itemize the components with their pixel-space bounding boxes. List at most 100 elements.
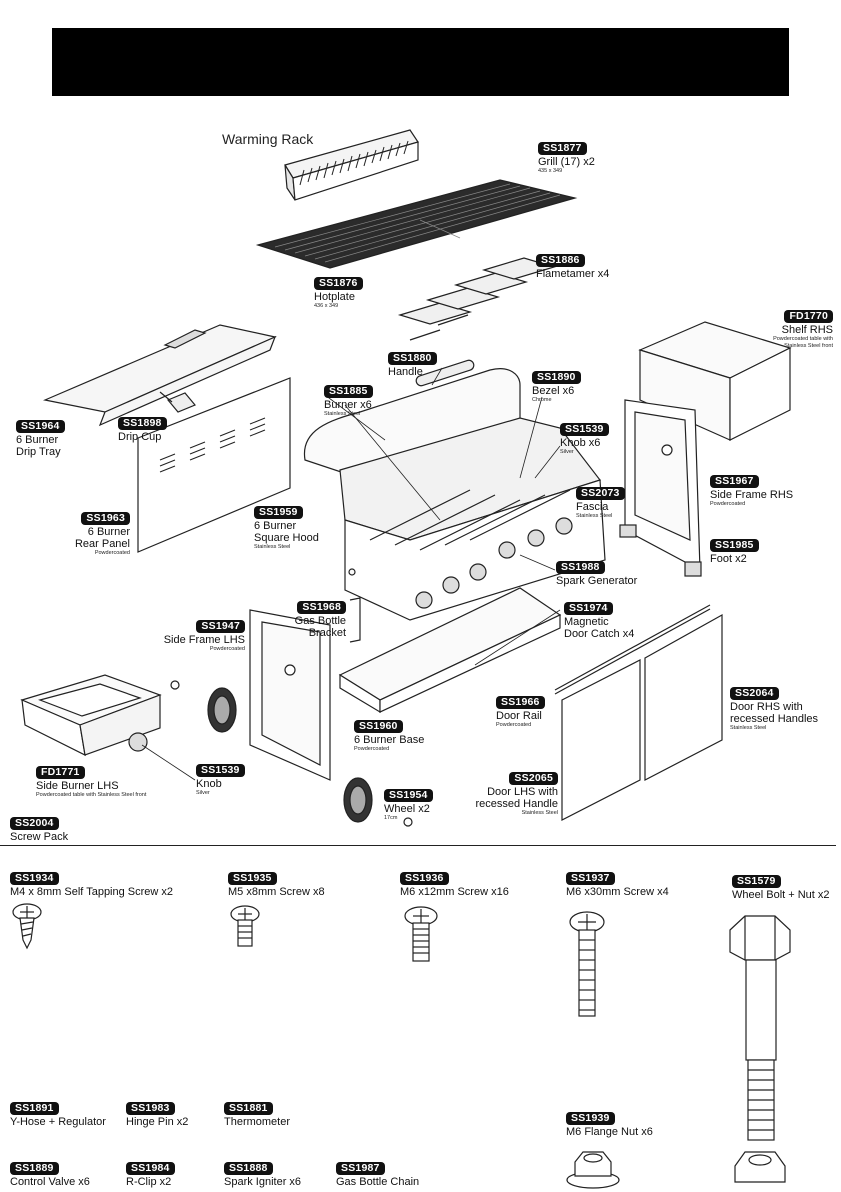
label-ss1888: SS1888 Spark Igniter x6 [224,1158,301,1188]
part-name: Fascia [576,501,609,513]
part-name: 6 Burner Rear Panel [74,526,130,550]
part-code: SS1988 [556,561,605,574]
part-name: M6 x30mm Screw x4 [566,886,669,898]
part-code: SS1954 [384,789,433,802]
label-ss1947: SS1947 Side Frame LHS Powdercoated [155,616,245,653]
flange-nut-icon [566,1151,620,1189]
m6-12mm-screw-icon [404,906,438,962]
hood-body-part [303,359,606,621]
m6-30mm-screw-icon [569,911,605,1017]
part-sub: 17cm [384,815,398,821]
part-name: Drip Cup [118,431,162,443]
label-ss1967: SS1967 Side Frame RHS Powdercoated [710,471,793,508]
label-ss1876: SS1876 Hotplate 436 x 349 [314,273,363,310]
part-sub: 435 x 349 [538,168,563,174]
label-ss1974: SS1974 Magnetic Door Catch x4 [564,598,634,640]
label-ss1939: SS1939 M6 Flange Nut x6 [566,1108,653,1138]
label-ss1985: SS1985 Foot x2 [710,535,759,565]
part-name: Door LHS with recessed Handle [475,786,558,810]
label-ss1988: SS1988 Spark Generator [556,557,637,587]
part-name: M5 x8mm Screw x8 [228,886,325,898]
part-sub: Powdercoated [354,746,390,752]
part-name: M6 Flange Nut x6 [566,1126,653,1138]
warming-rack-label: Warming Rack [222,131,314,147]
part-name: Wheel Bolt + Nut x2 [732,889,830,901]
part-name: Side Frame LHS [163,634,245,646]
part-code: SS1935 [228,872,277,885]
label-ss1539-knob-x6: SS1539 Knob x6 Silver [560,419,609,456]
section-divider [0,845,836,846]
label-ss1880: SS1880 Handle [388,348,437,378]
part-name: Knob [196,778,222,790]
part-name: Wheel x2 [384,803,430,815]
label-ss1963: SS1963 6 Burner Rear Panel Powdercoated [50,508,130,557]
label-ss2073: SS2073 Fascia Stainless Steel [576,483,625,520]
part-name: Flametamer x4 [536,268,610,280]
part-sub: Stainless Steel [521,810,558,816]
part-code: SS1876 [314,277,363,290]
part-code: SS1886 [536,254,585,267]
part-sub: 436 x 349 [314,303,339,309]
part-name: Hinge Pin x2 [126,1116,189,1128]
part-code: FD1770 [784,310,833,323]
part-name: Thermometer [224,1116,291,1128]
part-name: Handle [388,366,423,378]
part-name: 6 Burner Base [354,734,425,746]
part-code: SS1984 [126,1162,175,1175]
label-ss1966: SS1966 Door Rail Powdercoated [496,692,545,729]
part-sub: Stainless Steel [730,725,767,731]
part-code: SS1974 [564,602,613,615]
part-code: SS1939 [566,1112,615,1125]
part-sub: Powdercoated [496,722,532,728]
label-ss1877: SS1877 Grill (17) x2 435 x 349 [538,138,595,175]
label-ss1960: SS1960 6 Burner Base Powdercoated [354,716,424,753]
label-ss1936: SS1936 M6 x12mm Screw x16 [400,868,509,898]
part-name: 6 Burner Drip Tray [16,434,61,458]
exploded-diagram [20,129,792,827]
part-name: Magnetic Door Catch x4 [564,616,635,640]
part-name: Burner x6 [324,399,372,411]
header-bar [52,28,789,96]
part-sub: Silver [560,449,574,455]
part-name: Door RHS with recessed Handles [730,701,819,725]
part-code: SS1964 [16,420,65,433]
wheel-bolt-icon [729,915,791,1141]
part-sub: Stainless Steel [324,411,361,417]
part-name: 6 Burner Square Hood [254,520,319,544]
part-name: Door Rail [496,710,542,722]
part-code: SS2065 [509,772,558,785]
label-ss1937: SS1937 M6 x30mm Screw x4 [566,868,669,898]
part-name: Spark Igniter x6 [224,1176,302,1188]
part-code: SS1966 [496,696,545,709]
label-ss1890: SS1890 Bezel x6 Chrome [532,367,581,404]
part-name: Side Frame RHS [710,489,794,501]
part-code: SS1936 [400,872,449,885]
m5-screw-icon [230,905,260,947]
label-ss1987: SS1987 Gas Bottle Chain [336,1158,419,1188]
wheel-nut-icon [734,1151,786,1183]
part-code: SS1885 [324,385,373,398]
part-code: SS1963 [81,512,130,525]
part-sub: Powdercoated [710,501,746,507]
warming-rack-part [284,129,419,201]
part-name: Hotplate [314,291,355,303]
wheel-parts [170,680,413,827]
label-ss1968: SS1968 Gas Bottle Bracket [284,597,346,639]
part-code: SS1959 [254,506,303,519]
grill-part [255,179,578,269]
label-ss1964: SS1964 6 Burner Drip Tray [16,416,65,458]
side-frame-lhs-part [249,609,331,781]
part-code: SS1968 [297,601,346,614]
label-ss1881: SS1881 Thermometer [224,1098,290,1128]
label-fd1770: FD1770 Shelf RHS Powdercoated table with… [738,306,833,350]
drip-cup-part [159,391,196,413]
label-ss1954: SS1954 Wheel x2 17cm [384,785,433,822]
part-sub: Stainless Steel [576,513,613,519]
leader-lines [141,367,561,781]
part-name: Grill (17) x2 [538,156,595,168]
part-code: SS1947 [196,620,245,633]
part-sub: Chrome [532,397,552,403]
part-code: FD1771 [36,766,85,779]
label-ss1983: SS1983 Hinge Pin x2 [126,1098,188,1128]
gas-bottle-bracket-part [349,597,361,643]
